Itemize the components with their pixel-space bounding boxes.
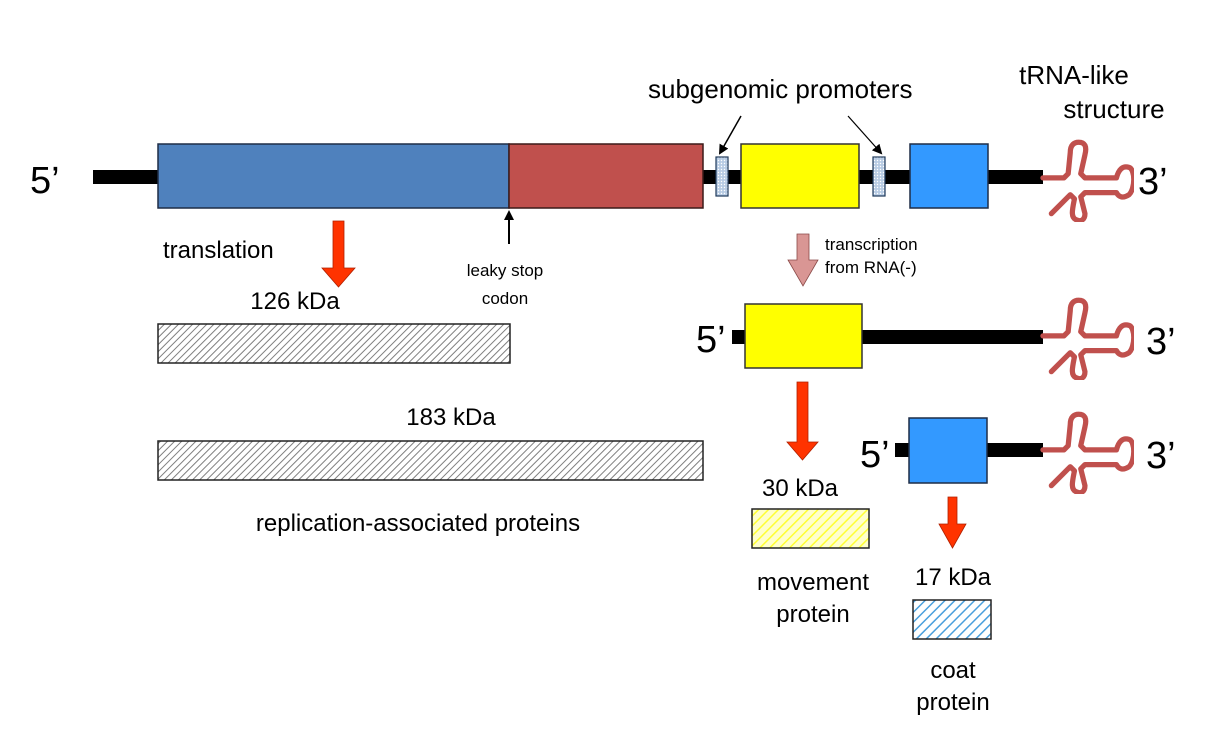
translation-arrow-icon bbox=[321, 220, 356, 288]
coat-protein-label-line1: coat bbox=[930, 657, 976, 684]
orf-movement-protein-block bbox=[740, 143, 860, 209]
trna-like-label-line1: tRNA-like bbox=[1019, 60, 1129, 90]
genome-5-prime-label: 5’ bbox=[30, 160, 60, 202]
promoter-1-pointer-arrow bbox=[719, 115, 742, 155]
subgenomic-rna-1: 5’ 3’ bbox=[696, 300, 1176, 378]
genome-3-prime-label: 3’ bbox=[1138, 161, 1168, 203]
orf-126kda-block bbox=[157, 143, 510, 209]
orf-coat-protein-block bbox=[909, 143, 989, 209]
coat-translation-arrow-icon bbox=[938, 496, 967, 549]
coat-protein-label-line2: protein bbox=[916, 689, 989, 716]
sgrna1-trna-like-icon bbox=[1043, 300, 1134, 378]
sgrna2-coat-orf-block bbox=[908, 417, 988, 484]
protein-30kda-bar bbox=[751, 508, 870, 549]
transcription-label-line1: transcription bbox=[825, 235, 918, 254]
leaky-stop-label-line1: leaky stop bbox=[467, 261, 544, 280]
subgenomic-promoter-2 bbox=[872, 156, 886, 197]
subgenomic-promoter-1 bbox=[715, 156, 729, 197]
transcription-arrow-icon bbox=[787, 233, 819, 287]
replication-proteins-label: replication-associated proteins bbox=[256, 510, 580, 537]
movement-protein-label-line1: movement bbox=[757, 569, 869, 596]
movement-translation-arrow-icon bbox=[786, 381, 819, 461]
subgenomic-rna-2: 5’ 3’ bbox=[860, 414, 1176, 492]
sgrna1-5-prime-label: 5’ bbox=[696, 319, 726, 361]
orf-readthrough-block bbox=[508, 143, 704, 209]
protein-30kda-label: 30 kDa bbox=[762, 475, 839, 502]
translation-label: translation bbox=[163, 237, 274, 264]
promoter-2-pointer-arrow bbox=[847, 115, 883, 155]
genomic-rna: 5’ 3’ bbox=[30, 142, 1168, 220]
protein-17kda-label: 17 kDa bbox=[915, 564, 992, 591]
sgrna2-5-prime-label: 5’ bbox=[860, 434, 890, 476]
protein-183kda-bar bbox=[157, 440, 704, 481]
sgrna1-3-prime-label: 3’ bbox=[1146, 321, 1176, 363]
trna-like-structure-icon bbox=[1043, 142, 1134, 220]
subgenomic-promoters-label: subgenomic promoters bbox=[648, 74, 912, 104]
transcription-label-line2: from RNA(-) bbox=[825, 258, 917, 277]
protein-126kda-label: 126 kDa bbox=[250, 288, 340, 315]
sgrna1-movement-orf-block bbox=[744, 303, 863, 369]
leaky-stop-label-line2: codon bbox=[482, 289, 528, 308]
trna-like-label-line2: structure bbox=[1063, 94, 1164, 124]
sgrna2-trna-like-icon bbox=[1043, 414, 1134, 492]
protein-126kda-bar bbox=[157, 323, 511, 364]
protein-183kda-label: 183 kDa bbox=[406, 404, 496, 431]
movement-protein-label-line2: protein bbox=[776, 601, 849, 628]
protein-17kda-bar bbox=[912, 599, 992, 640]
sgrna2-3-prime-label: 3’ bbox=[1146, 435, 1176, 477]
